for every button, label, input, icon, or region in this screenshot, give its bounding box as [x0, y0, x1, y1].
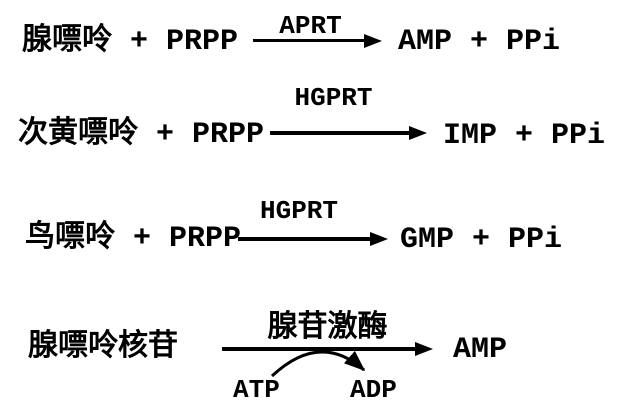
cofactor-out-label: ADP [350, 375, 397, 405]
enzyme-label: APRT [279, 11, 342, 41]
product-label: AMP + PPi [398, 25, 561, 59]
substrate-label: 腺嘌呤 + PRPP [22, 25, 239, 59]
reaction-arrow [238, 237, 370, 241]
reaction-arrow [253, 39, 364, 42]
substrate-label: 腺嘌呤核苷 [28, 331, 178, 365]
enzyme-label: 腺苷激酶 [267, 312, 388, 346]
enzyme-label: HGPRT [294, 83, 373, 113]
enzyme-label: HGPRT [259, 196, 338, 226]
cofactor-curved-arrow-icon [270, 350, 366, 378]
product-label: GMP + PPi [400, 223, 563, 257]
cofactor-in-label: ATP [233, 375, 280, 405]
product-label: AMP [453, 333, 508, 367]
substrate-label: 次黄嘌呤 + PRPP [18, 118, 265, 152]
substrate-label: 鸟嘌呤 + PRPP [25, 222, 242, 256]
product-label: IMP + PPi [443, 119, 606, 153]
reaction-arrow [222, 347, 415, 351]
reaction-arrow [270, 131, 409, 135]
